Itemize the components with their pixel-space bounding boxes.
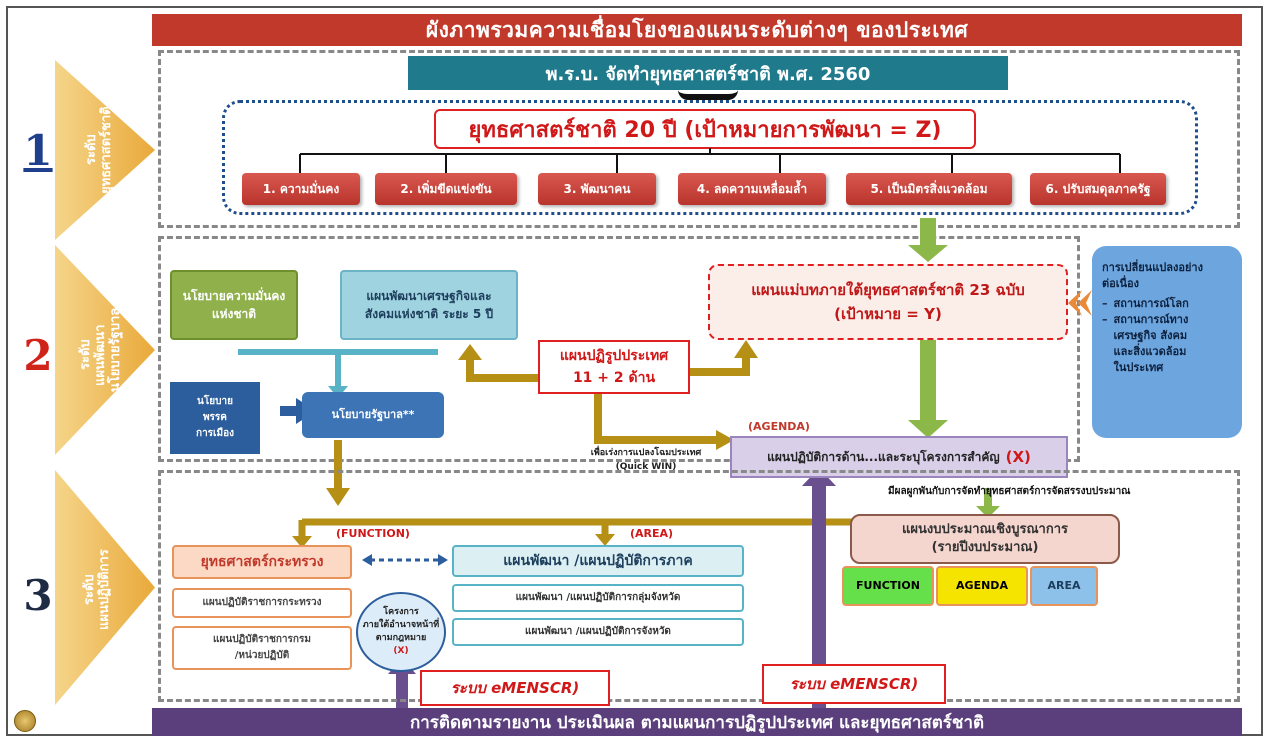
emenscr-box-2: ระบบ eMENSCR) (762, 664, 946, 704)
province-group-plan-box: แผนพัฒนา /แผนปฏิบัติการกลุ่มจังหวัด (452, 584, 744, 612)
goal-3: 3. พัฒนาคน (538, 173, 656, 205)
brace (678, 90, 738, 100)
act-banner: พ.ร.บ. จัดทำยุทธศาสตร์ชาติ พ.ศ. 2560 (408, 56, 1008, 90)
continuous-change-box: การเปลี่ยนแปลงอย่าง ต่อเนื่อง –สถานการณ์… (1092, 246, 1242, 438)
security-policy-box: นโยบายความมั่นคง แห่งชาติ (170, 270, 298, 340)
department-plan-box: แผนปฏิบัติราชการกรม /หน่วยปฏิบัติ (172, 626, 352, 670)
goal-connectors (299, 148, 1121, 176)
goal-4: 4. ลดความเหลื่อมล้ำ (678, 173, 826, 205)
level-3-region (158, 470, 1240, 702)
level-2-number: 2 (23, 330, 53, 380)
national-strategy-box: ยุทธศาสตร์ชาติ 20 ปี (เป้าหมายการพัฒนา =… (434, 109, 976, 149)
area-plan-box: แผนพัฒนา /แผนปฏิบัติการภาค (452, 545, 744, 577)
ministry-plan-box: แผนปฏิบัติราชการกระทรวง (172, 588, 352, 618)
change-item-2: –สถานการณ์ทาง เศรษฐกิจ สังคม และสิ่งแวดล… (1102, 313, 1189, 374)
level-1-number: 1 (23, 125, 53, 175)
legal-projects-circle: โครงการ ภายใต้อำนาจหน้าที่ ตามกฎหมาย (X) (356, 592, 446, 672)
party-policy-box: นโยบาย พรรค การเมือง (170, 382, 260, 454)
government-policy-box: นโยบายรัฐบาล** (302, 392, 444, 438)
province-plan-box: แผนพัฒนา /แผนปฏิบัติการจังหวัด (452, 618, 744, 646)
level-1-region (158, 50, 1240, 228)
footer-banner: การติดตามรายงาน ประเมินผล ตามแผนการปฏิรู… (152, 708, 1242, 736)
level-3-number: 3 (23, 570, 53, 620)
government-seal-icon (14, 710, 36, 732)
goal-5: 5. เป็นมิตรสิ่งแวดล้อม (846, 173, 1012, 205)
goal-1: 1. ความมั่นคง (242, 173, 360, 205)
ministry-strategy-box: ยุทธศาสตร์กระทรวง (172, 545, 352, 579)
reform-plan-box: แผนปฏิรูปประเทศ 11 + 2 ด้าน (538, 340, 690, 394)
goal-6: 6. ปรับสมดุลภาครัฐ (1030, 173, 1166, 205)
budget-tag-area: AREA (1030, 566, 1098, 606)
diagram-title: ผังภาพรวมความเชื่อมโยงของแผนระดับต่างๆ ข… (152, 14, 1242, 46)
emenscr-box-1: ระบบ eMENSCR) (420, 670, 610, 706)
integrated-budget-box: แผนงบประมาณเชิงบูรณาการ (รายปีงบประมาณ) (850, 514, 1120, 564)
master-plan-box: แผนแม่บทภายใต้ยุทธศาสตร์ชาติ 23 ฉบับ (เป… (708, 264, 1068, 340)
quick-win-note: เพื่อเร่งการแปลงโฉมประเทศ (Quick WIN) (590, 448, 702, 472)
goal-2: 2. เพิ่มขีดแข่งขัน (375, 173, 517, 205)
function-label: (FUNCTION) (336, 527, 410, 540)
nesdp-box: แผนพัฒนาเศรษฐกิจและ สังคมแห่งชาติ ระยะ 5… (340, 270, 518, 340)
budget-tag-function: FUNCTION (842, 566, 934, 606)
change-heading: การเปลี่ยนแปลงอย่าง ต่อเนื่อง (1102, 261, 1203, 290)
budget-binding-note: มีผลผูกพันกับการจัดทำยุทธศาสตร์การจัดสรร… (888, 486, 1131, 497)
budget-tag-agenda: AGENDA (936, 566, 1028, 606)
agenda-label: (AGENDA) (748, 420, 810, 433)
area-label: (AREA) (630, 527, 674, 540)
level-2-region (158, 236, 1080, 462)
change-item-1: –สถานการณ์โลก (1102, 297, 1189, 310)
strategy-group (222, 100, 1198, 215)
